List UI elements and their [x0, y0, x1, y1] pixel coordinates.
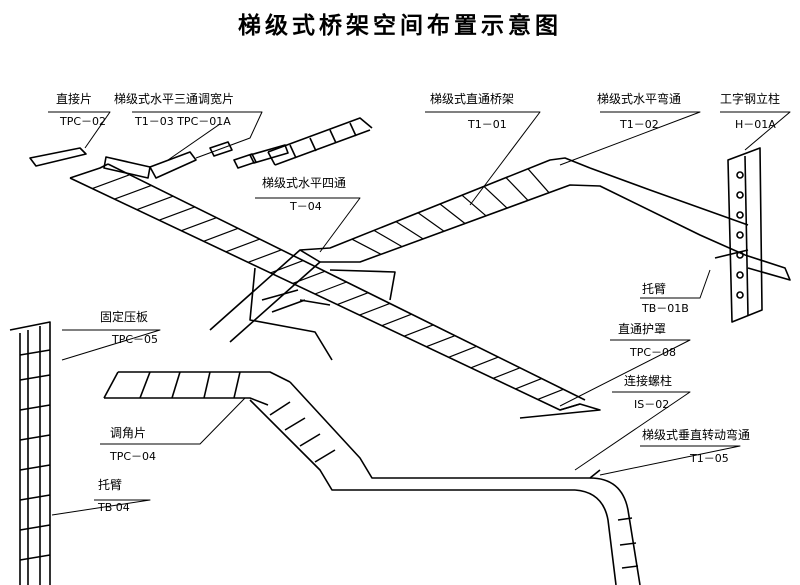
ladder-rung	[515, 377, 542, 390]
main-diagonal-tray	[69, 163, 601, 419]
leader-lines	[48, 111, 791, 516]
ladder-rung	[381, 313, 412, 327]
code-vertical-elbow: T1－05	[690, 452, 729, 465]
detached-parts	[29, 141, 289, 179]
label-fixed-plate: 固定压板	[100, 310, 149, 324]
ladder-rung	[114, 184, 152, 200]
ladder-rung	[417, 212, 445, 232]
code-fixed-plate: TPC－05	[112, 333, 159, 346]
label-angle-plate: 调角片	[110, 426, 147, 440]
code-straight-cover: TPC－08	[630, 346, 677, 359]
diagram-title: 梯级式桥架空间布置示意图	[238, 13, 562, 39]
label-horizontal-elbow: 梯级式水平弯通	[597, 92, 682, 106]
code-cross: T－04	[290, 200, 322, 213]
label-straight-cover: 直通护罩	[618, 322, 667, 336]
ladder-rung	[492, 367, 521, 379]
ladder-rung	[470, 356, 499, 369]
code-angle-plate: TPC－04	[110, 450, 157, 463]
ladder-rung	[337, 292, 369, 306]
label-bracket-right: 托臂	[642, 282, 667, 296]
left-column	[9, 321, 51, 585]
rising-tray	[209, 157, 749, 343]
ladder-rung	[136, 195, 174, 211]
ibeam-column	[714, 147, 791, 323]
ladder-rung	[181, 217, 217, 232]
label-tee-adjust: 梯级式水平三通调宽片	[114, 92, 235, 106]
ladder-rung	[426, 335, 456, 348]
label-connect-bolt: 连接螺柱	[624, 374, 673, 388]
ladder-rung	[203, 227, 239, 242]
label-bracket-left: 托臂	[98, 478, 123, 492]
code-bracket-right: TB－01B	[642, 302, 689, 315]
ladder-rung	[505, 177, 529, 201]
ladder-rung	[537, 388, 564, 401]
ladder-rung	[373, 229, 403, 248]
ladder-rung	[314, 281, 347, 295]
cross-fitting	[249, 267, 396, 361]
ladder-rung	[92, 174, 130, 190]
ladder-rung	[158, 206, 195, 221]
code-horizontal-elbow: T1－02	[620, 118, 659, 131]
ladder-rung	[359, 302, 391, 316]
code-tee-adjust: T1－03 TPC－01A	[135, 115, 231, 128]
label-straight-joint: 直接片	[56, 92, 93, 106]
code-ibeam-column: H－01A	[735, 118, 776, 131]
code-connect-bolt: IS－02	[634, 398, 670, 411]
ladder-rung	[483, 185, 508, 209]
ladder-rung	[439, 203, 466, 224]
code-straight-joint: TPC－02	[60, 115, 107, 128]
code-straight-tray: T1－01	[468, 118, 507, 131]
ladder-rung	[225, 238, 260, 253]
ladder-rung	[247, 249, 282, 263]
label-cross: 梯级式水平四通	[262, 176, 347, 190]
ladder-rung	[351, 238, 382, 255]
label-vertical-elbow: 梯级式垂直转动弯通	[642, 428, 751, 442]
label-straight-tray: 梯级式直通桥架	[430, 92, 515, 106]
ladder-rung	[461, 194, 487, 217]
ladder-rung	[395, 221, 424, 240]
label-ibeam-column: 工字钢立柱	[720, 92, 781, 106]
lower-left-ladder	[103, 371, 601, 491]
vertical-elbow	[574, 477, 641, 585]
code-bracket-left: TB 04	[98, 501, 130, 514]
ladder-rung	[527, 168, 550, 194]
upper-ladder	[267, 117, 373, 166]
ladder-rung	[448, 345, 477, 358]
ladder-rung	[403, 324, 434, 337]
